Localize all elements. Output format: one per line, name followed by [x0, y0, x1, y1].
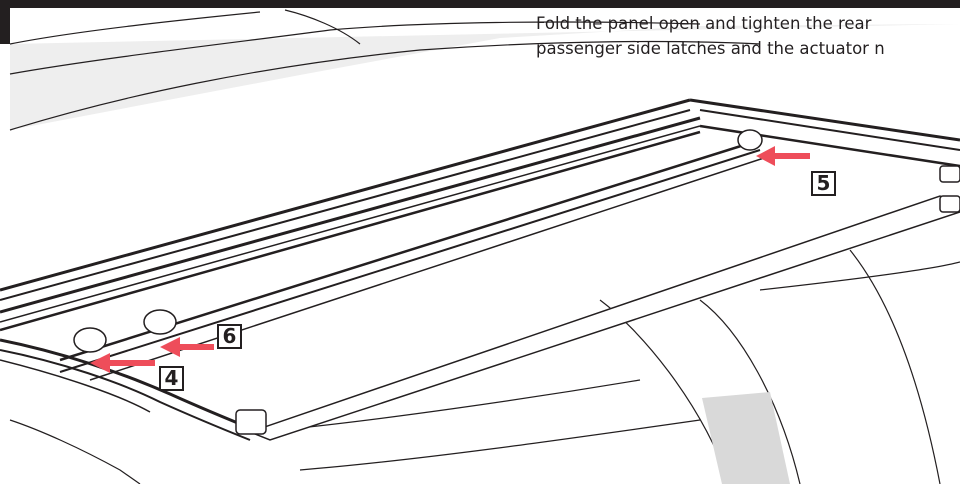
- arrow-6: [160, 337, 214, 357]
- truck-bed-background: [9, 9, 960, 484]
- instruction-line-1: Fold the panel open and tighten the rear: [536, 14, 872, 33]
- callout-5: 5: [811, 171, 836, 196]
- bed-shade-patch: [702, 392, 790, 484]
- instruction-line-2: passenger side latches and the actuator …: [536, 39, 885, 58]
- arrow-4: [90, 353, 155, 373]
- panel-sheet: [247, 195, 960, 441]
- instruction-text: Fold the panel open and tighten the rear…: [536, 11, 960, 61]
- arrow-5: [756, 146, 810, 166]
- arrows: [90, 146, 810, 373]
- frame-rails: [0, 98, 960, 441]
- latch-details: [73, 129, 960, 435]
- callout-4: 4: [159, 366, 184, 391]
- header-bar: [0, 0, 960, 8]
- page-edge-marker: [0, 0, 10, 44]
- callout-6: 6: [217, 324, 242, 349]
